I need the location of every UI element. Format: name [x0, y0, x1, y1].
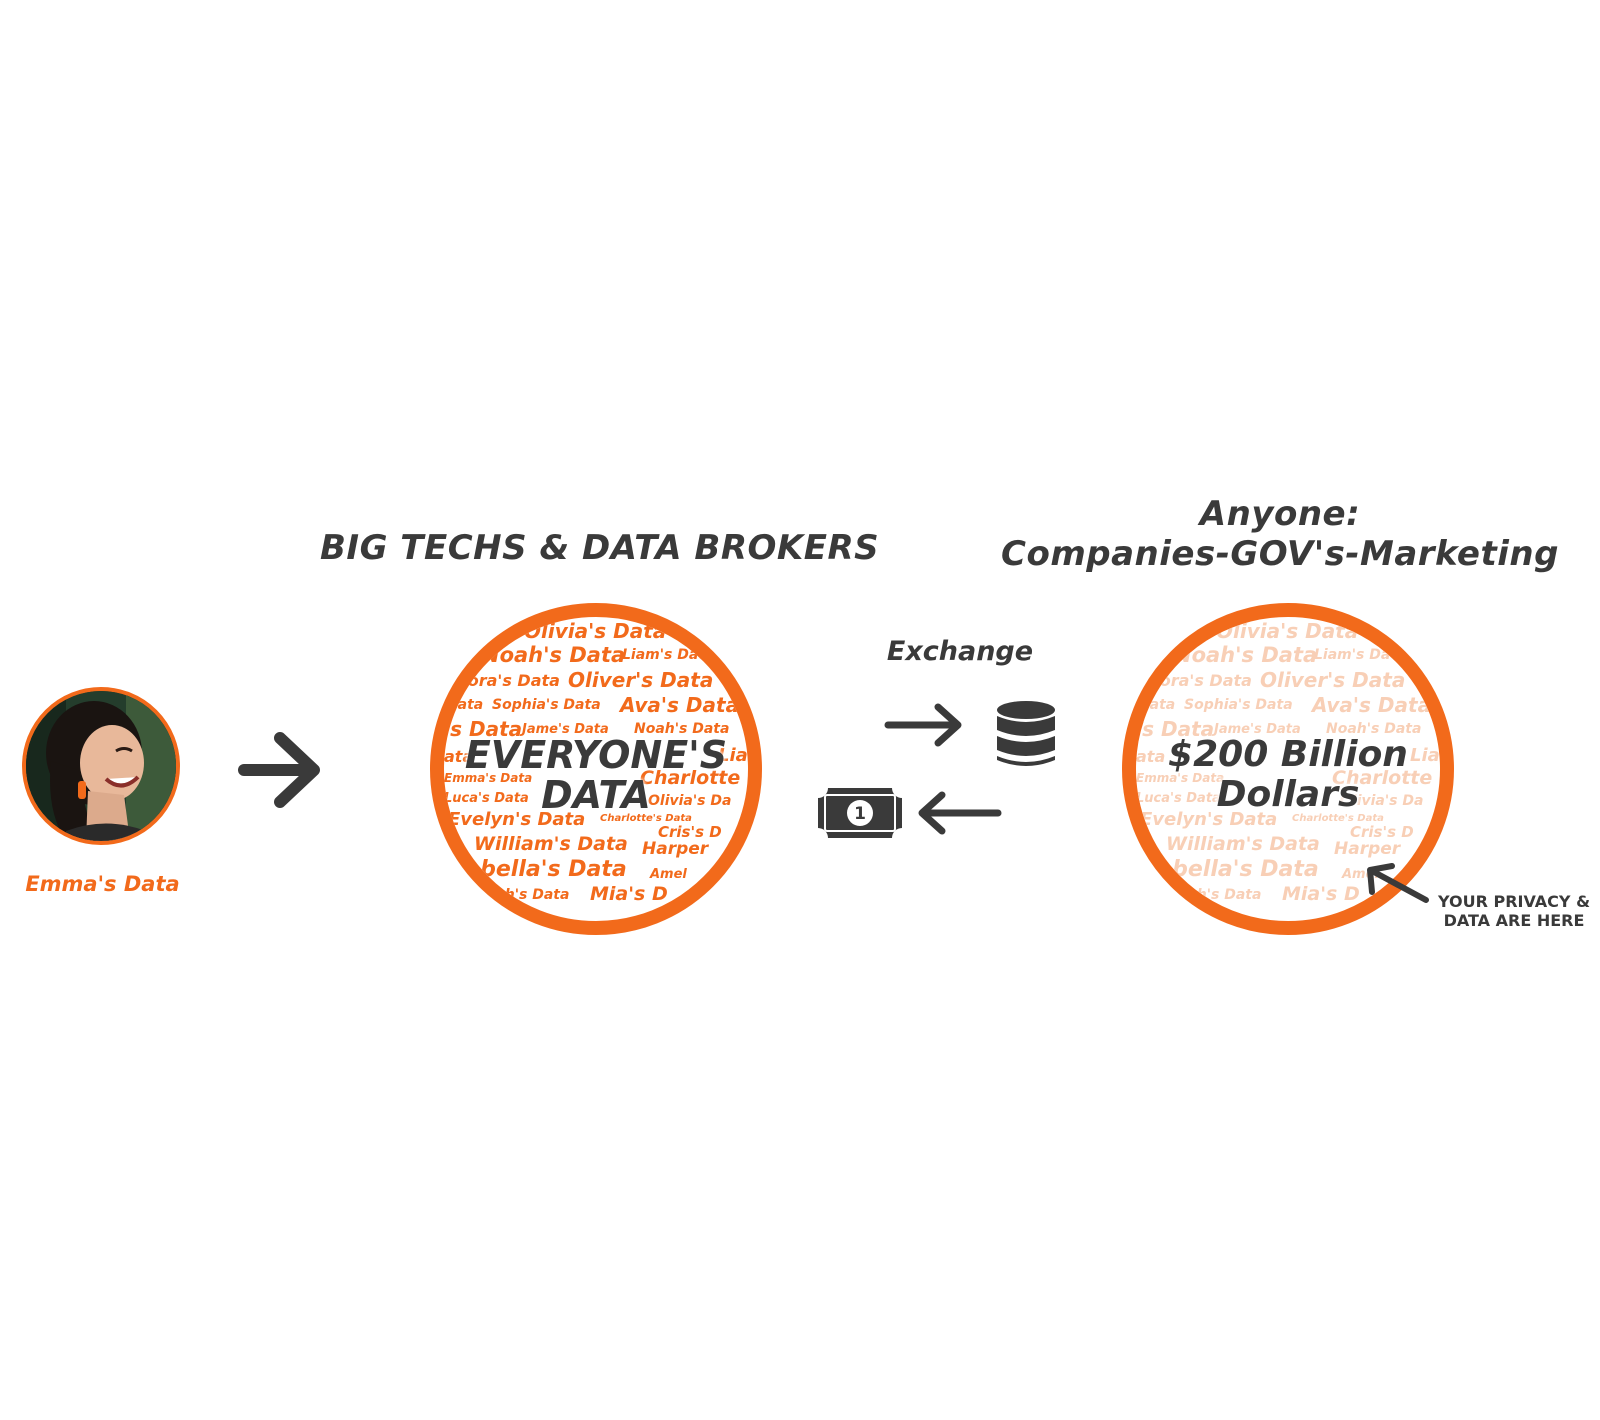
name-label: Evelyn's Data — [1140, 809, 1278, 830]
name-label: Charlotte — [640, 767, 741, 789]
faded-name-cloud: Olivia's Data Noah's Data Liam's Data Co… — [1136, 617, 1440, 921]
name-cloud: Olivia's Data Noah's Data Liam's Data Co… — [444, 617, 748, 921]
privacy-note-line1: YOUR PRIVACY & — [1437, 892, 1591, 911]
heading-anyone: Anyone: Companies-GOV's-Marketing — [1000, 494, 1560, 574]
name-label: Noah's Data — [474, 887, 570, 903]
name-label: Charlotte's Data — [1292, 813, 1384, 824]
name-label: Olivia's Da — [648, 793, 732, 809]
name-label: William's Data — [474, 833, 628, 855]
name-label: Cris's D — [658, 823, 722, 841]
name-label: Ava's Data — [1312, 693, 1432, 717]
pointer-arrow-icon — [1367, 863, 1429, 903]
money-line1: $200 Billion — [1168, 734, 1408, 775]
person-portrait — [26, 691, 176, 841]
name-label: Noah's Data — [1326, 721, 1422, 737]
name-label: Cora's Data — [1148, 671, 1252, 690]
name-label: Noah's Data — [1166, 887, 1262, 903]
name-label: Data — [446, 697, 484, 713]
name-label: Data — [1138, 697, 1176, 713]
name-label: Noah's Data — [1174, 643, 1318, 667]
name-label: Emma's Data — [444, 771, 533, 785]
name-label: Charlotte — [1332, 767, 1433, 789]
name-label: Mia's D — [590, 883, 668, 905]
name-label: Harper — [1334, 839, 1401, 859]
avatar — [22, 687, 180, 845]
name-label: Cris's D — [1350, 823, 1414, 841]
name-label: Jame's Data — [522, 722, 609, 737]
name-label: Harper — [642, 839, 709, 859]
money-line2: Dollars — [1216, 774, 1360, 815]
name-label: William's Data — [1166, 833, 1320, 855]
name-label: Oliver's Data — [568, 668, 714, 692]
heading-anyone-line2: Companies-GOV's-Marketing — [1001, 534, 1559, 574]
name-label: Mia's D — [1282, 883, 1360, 905]
name-label: Ava's Data — [620, 693, 740, 717]
name-label: Liam's Data — [1314, 647, 1407, 663]
name-label: Olivia's Data — [524, 619, 667, 643]
bill-denomination: 1 — [854, 804, 866, 824]
name-label: Emma's Data — [1136, 771, 1225, 785]
name-label: Olivia's Data — [1216, 619, 1359, 643]
name-label: ata — [1136, 747, 1166, 766]
money-label: $200 Billion Dollars — [1136, 735, 1440, 815]
name-label: Charlotte's Data — [600, 813, 692, 824]
name-label: Evelyn's Data — [448, 809, 586, 830]
person-caption: Emma's Data — [25, 872, 180, 896]
exchange-label: Exchange — [886, 636, 1034, 667]
name-label: Lia — [1410, 745, 1440, 766]
name-label: Oliver's Data — [1260, 668, 1406, 692]
name-label: Isabella's Data — [1136, 857, 1319, 882]
name-label: Liam's Data — [622, 647, 715, 663]
name-label: Jame's Data — [1214, 722, 1301, 737]
right-arrow-icon — [238, 732, 320, 808]
name-label: Luca's Data — [444, 791, 529, 806]
right-arrow-icon — [884, 703, 962, 747]
privacy-note: YOUR PRIVACY & DATA ARE HERE — [1428, 892, 1600, 930]
name-label: Olivia's Da — [1340, 793, 1424, 809]
privacy-note-line2: DATA ARE HERE — [1443, 911, 1585, 930]
everyones-data-circle: Olivia's Data Noah's Data Liam's Data Co… — [430, 603, 762, 935]
database-icon — [997, 701, 1055, 766]
heading-big-techs: BIG TECHS & DATA BROKERS — [320, 528, 880, 568]
name-label: Sophia's Data — [492, 697, 601, 713]
name-label: Noah's Data — [634, 721, 730, 737]
dollar-bill-icon: 1 — [818, 788, 902, 838]
name-label: Cora's Data — [456, 671, 560, 690]
left-arrow-icon — [918, 791, 1002, 835]
name-label: Lia — [718, 745, 748, 766]
name-label: Isabella's Data — [444, 857, 627, 882]
name-label: Luca's Data — [1136, 791, 1221, 806]
name-label: Amel — [650, 867, 687, 882]
name-label: Sophia's Data — [1184, 697, 1293, 713]
heading-anyone-line1: Anyone: — [1199, 494, 1361, 534]
name-label: ata — [444, 747, 474, 766]
everyones-data-line1: EVERYONE'S — [464, 733, 728, 777]
everyones-data-label: EVERYONE'S DATA — [444, 735, 748, 815]
everyones-data-line2: DATA — [541, 773, 651, 817]
name-label: Noah's Data — [482, 643, 626, 667]
name-label: 's Data — [444, 717, 523, 741]
name-label: 's Data — [1136, 717, 1215, 741]
